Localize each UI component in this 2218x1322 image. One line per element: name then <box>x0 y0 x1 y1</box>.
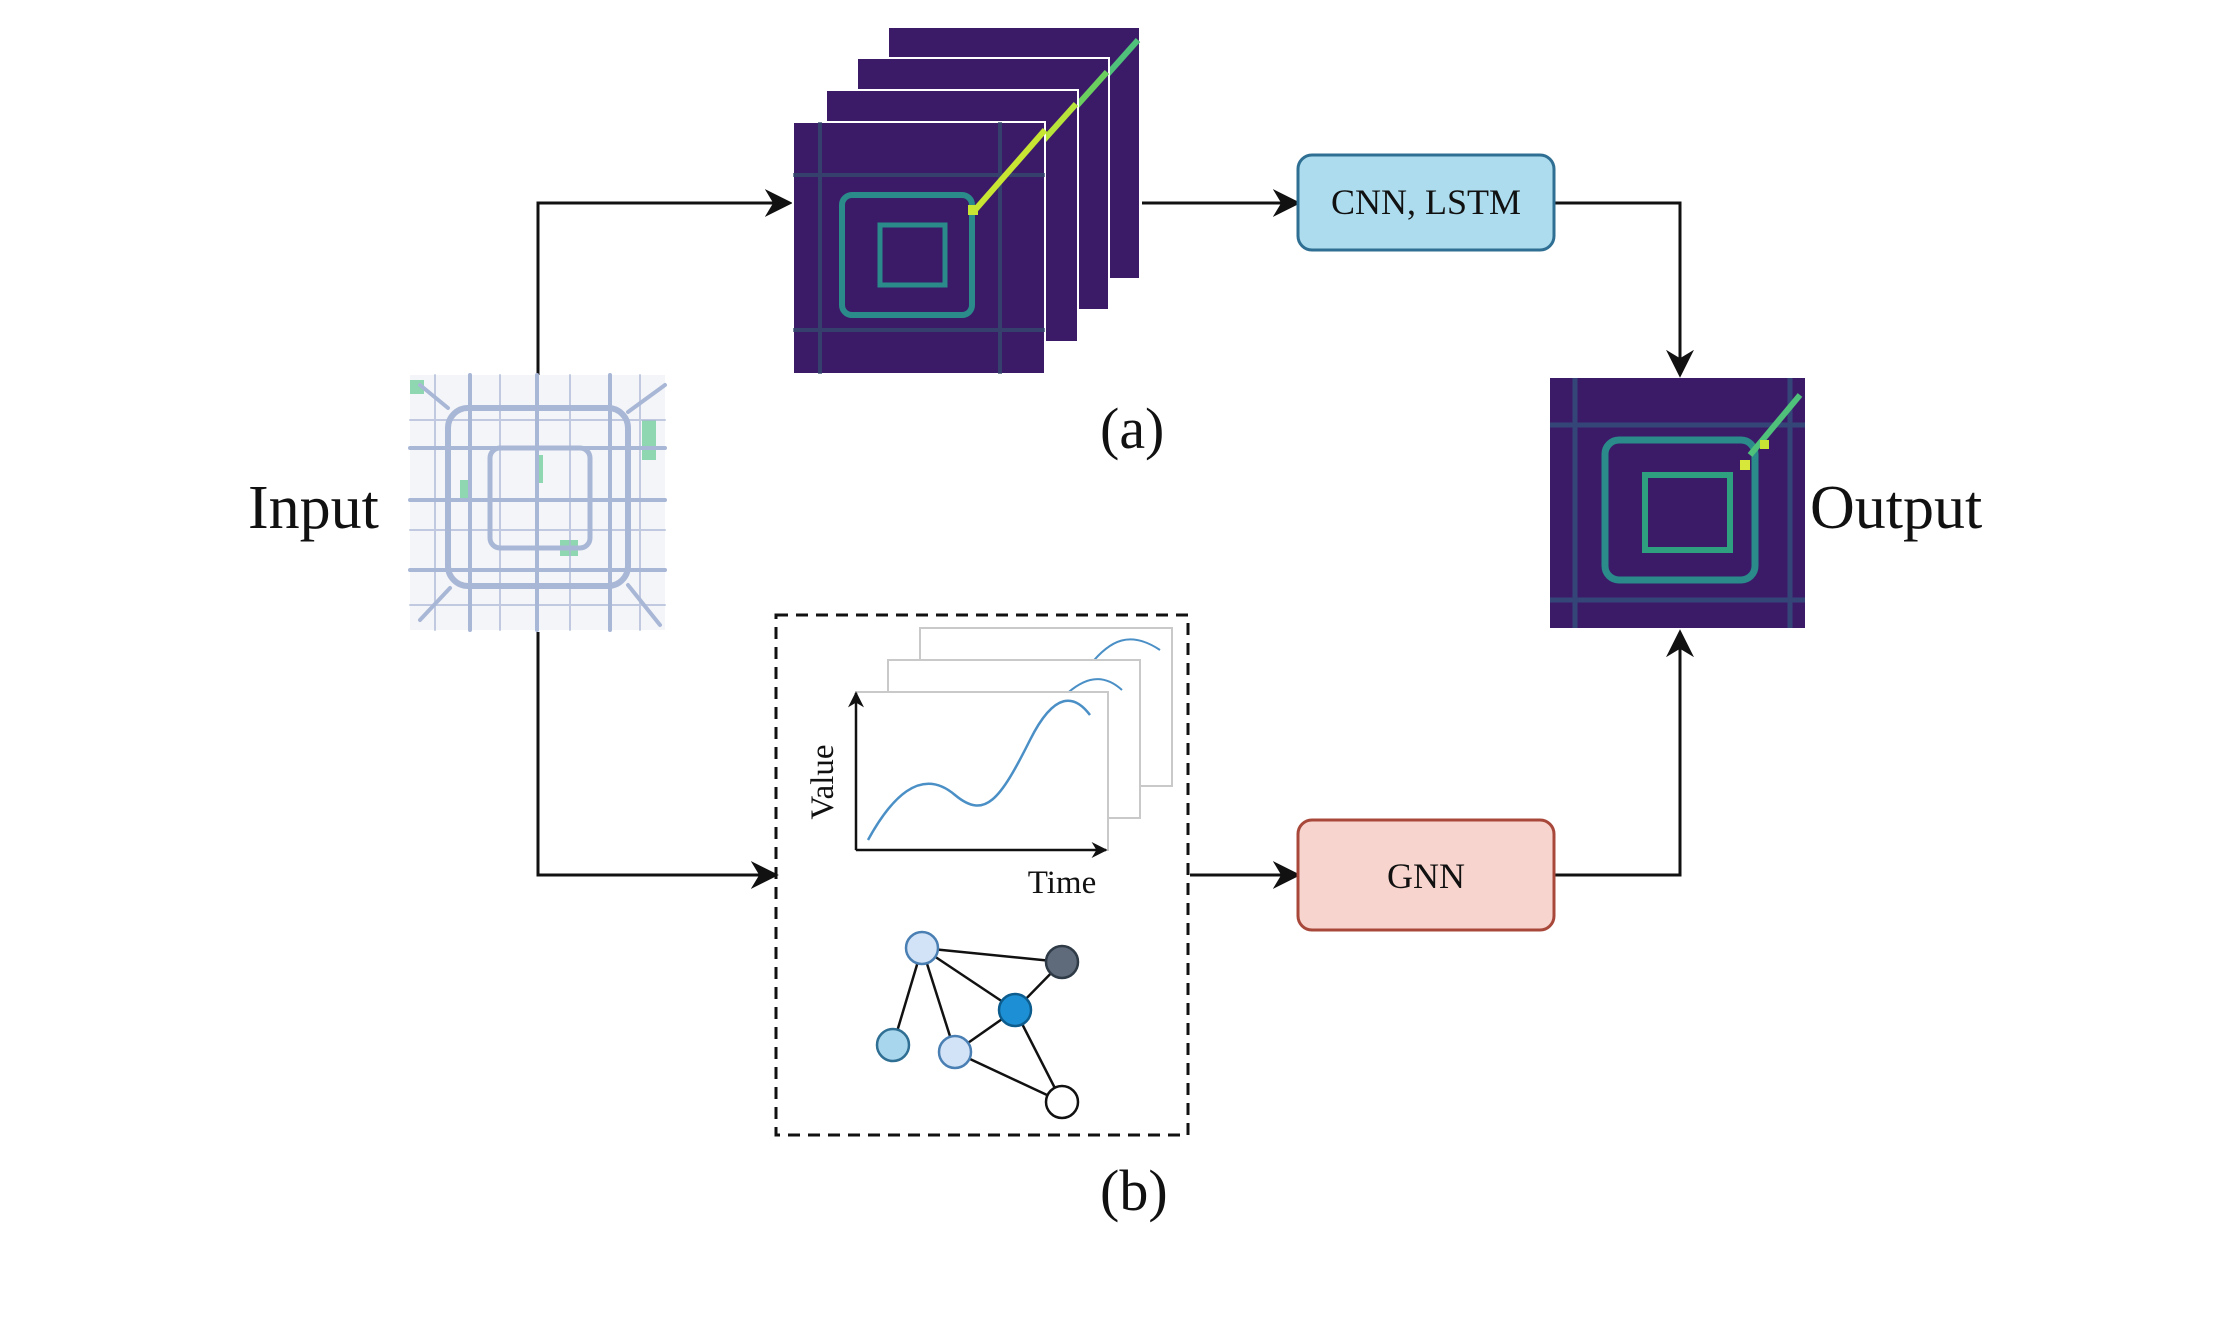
graph-node-light <box>904 930 940 966</box>
city-road-map-image <box>408 373 667 632</box>
heatmap-stack-image <box>792 26 1141 375</box>
arrow-cnn-to-output <box>1555 201 1694 378</box>
gnn-label: GNN <box>1387 856 1465 896</box>
x-axis-label: Time <box>1028 865 1096 901</box>
graph-network-icon <box>875 930 1080 1120</box>
gnn-box: GNN <box>1296 818 1556 932</box>
y-axis-label: Value <box>805 744 841 819</box>
graph-node-mid <box>875 1027 911 1063</box>
cnn-lstm-box: CNN, LSTM <box>1296 153 1556 252</box>
caption-a: (a) <box>1100 396 1164 461</box>
graph-node-bright <box>997 992 1033 1028</box>
caption-b: (b) <box>1100 1158 1168 1223</box>
graph-data-dashed-box <box>774 613 1190 1137</box>
connectors <box>536 189 1694 889</box>
input-label: Input <box>248 474 379 542</box>
arrow-gnn-to-output <box>1555 629 1694 877</box>
graph-node-white <box>1044 1084 1080 1120</box>
arrow-input-to-graph-data <box>536 632 779 889</box>
cnn-lstm-label: CNN, LSTM <box>1331 182 1521 222</box>
heatmap-output-image <box>1550 378 1805 628</box>
graph-node-dark <box>1044 944 1080 980</box>
arrow-input-to-heatmaps <box>536 189 793 375</box>
time-series-plot-icon: Value Time <box>805 627 1173 901</box>
graph-node-pale <box>937 1034 973 1070</box>
heatmap-frame-1 <box>792 121 1048 375</box>
output-label: Output <box>1810 474 1982 542</box>
